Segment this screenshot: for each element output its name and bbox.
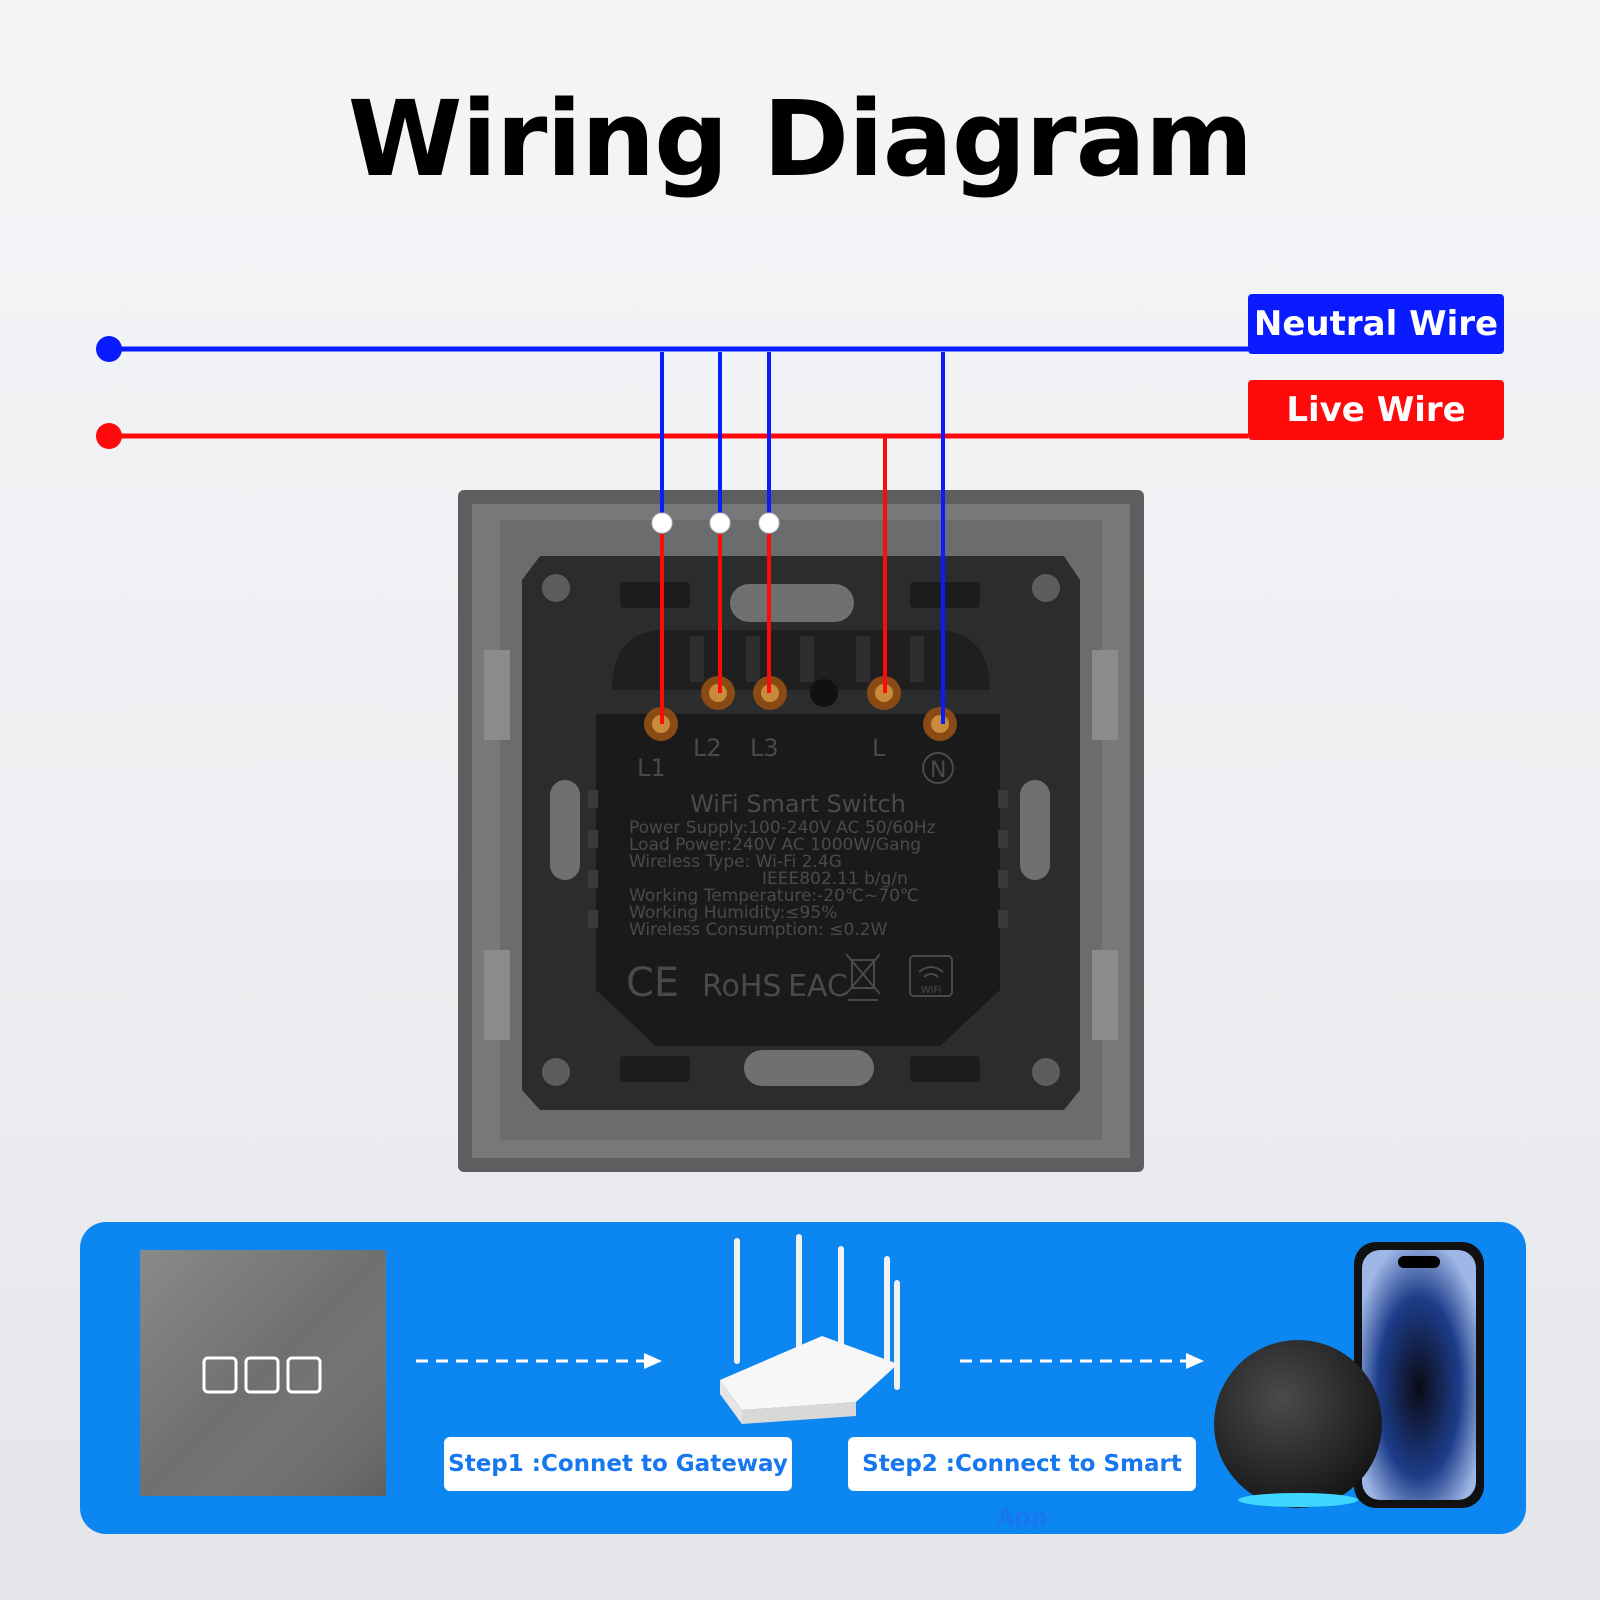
wifi-mark-icon: WiFi	[909, 955, 953, 997]
module-spec: Wireless Consumption: ≤0.2W	[629, 920, 888, 940]
module-spec: Load Power:240V AC 1000W/Gang	[629, 835, 921, 855]
module-name: WiFi Smart Switch	[690, 790, 906, 818]
live-wire-label: Live Wire	[1248, 380, 1504, 440]
module-spec: Working Temperature:-20℃~70℃	[629, 886, 919, 906]
wiring-diagram: L1 L2 L3 L N WiFi Smart Switch Power Sup…	[96, 336, 1248, 1172]
module-spec: Wireless Type: Wi-Fi 2.4G	[629, 852, 842, 872]
page-title: Wiring Diagram	[347, 78, 1253, 200]
step1-label: Step1 :Connet to Gateway	[444, 1437, 792, 1491]
weee-bin-icon	[845, 953, 881, 1001]
terminal-label-n: N	[930, 758, 946, 783]
ce-mark: CE	[626, 960, 679, 1006]
neutral-wire	[96, 336, 1248, 362]
router-icon	[720, 1234, 900, 1424]
rohs-mark: RoHS	[702, 969, 781, 1004]
terminal-block	[612, 630, 990, 690]
eac-mark: EAC	[788, 969, 848, 1004]
load-wires	[651, 352, 780, 724]
live-wire	[96, 423, 1248, 449]
terminal-label-l1: L1	[637, 754, 666, 782]
terminal-label-l2: L2	[693, 734, 722, 762]
neutral-wire-label: Neutral Wire	[1248, 294, 1504, 354]
touch-switch-icon	[140, 1250, 386, 1496]
setup-steps-illustration	[140, 1234, 1484, 1508]
svg-text:WiFi: WiFi	[921, 985, 941, 996]
smart-speaker-icon	[1214, 1340, 1382, 1508]
smartphone-icon	[1354, 1242, 1484, 1508]
terminal-label-l3: L3	[750, 734, 779, 762]
arrow-icon	[960, 1353, 1204, 1369]
step2-label: Step2 :Connect to Smart App	[848, 1437, 1196, 1531]
module-spec: Working Humidity:≤95%	[629, 903, 837, 923]
module-spec: Power Supply:100-240V AC 50/60Hz	[629, 818, 936, 838]
wifi-module	[588, 714, 1008, 1046]
arrow-icon	[416, 1353, 662, 1369]
module-spec: IEEE802.11 b/g/n	[762, 869, 908, 889]
terminal-label-l: L	[872, 734, 886, 762]
